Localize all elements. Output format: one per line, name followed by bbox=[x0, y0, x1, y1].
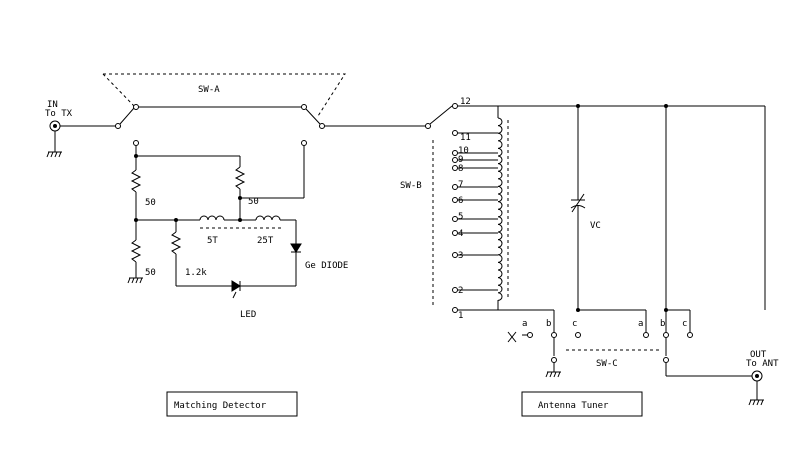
to-tx-label: To TX bbox=[45, 109, 73, 119]
pos-a2: a bbox=[638, 319, 643, 329]
sw-c-label: SW-C bbox=[596, 359, 618, 369]
pos-c1: c bbox=[572, 319, 577, 329]
pos-c2: c bbox=[682, 319, 687, 329]
pos-a1: a bbox=[522, 319, 527, 329]
r-top-label: 50 bbox=[145, 198, 156, 208]
antenna-tuner-label: Antenna Tuner bbox=[538, 401, 609, 411]
tap-2: 2 bbox=[458, 286, 463, 296]
r-mid-label: 50 bbox=[248, 197, 259, 207]
sw-b-label: SW-B bbox=[400, 181, 422, 191]
tap-7: 7 bbox=[458, 180, 463, 190]
diode-label: Ge DIODE bbox=[305, 261, 348, 271]
variable-capacitor bbox=[570, 104, 586, 312]
pos-b2: b bbox=[660, 319, 665, 329]
tap-1: 1 bbox=[458, 311, 463, 321]
tap-5: 5 bbox=[458, 212, 463, 222]
sw-c-switch bbox=[507, 104, 752, 378]
out-label: OUT bbox=[750, 350, 767, 360]
tap-6: 6 bbox=[458, 196, 463, 206]
to-ant-label: To ANT bbox=[746, 359, 779, 369]
tap-4: 4 bbox=[458, 229, 463, 239]
matching-detector-label: Matching Detector bbox=[174, 401, 267, 411]
tap-12: 12 bbox=[460, 97, 471, 107]
in-label: IN bbox=[47, 100, 58, 110]
matching-detector-box bbox=[166, 391, 298, 417]
coil-25t-label: 25T bbox=[257, 236, 274, 246]
coil-5t-label: 5T bbox=[207, 236, 218, 246]
tap-3: 3 bbox=[458, 251, 463, 261]
sw-b-switch bbox=[425, 103, 765, 313]
tapped-coil bbox=[497, 106, 509, 310]
pos-b1: b bbox=[546, 319, 551, 329]
input-jack bbox=[46, 120, 62, 158]
tap-8: 8 bbox=[458, 164, 463, 174]
led-label: LED bbox=[240, 310, 256, 320]
r-led-label: 1.2k bbox=[185, 268, 207, 278]
tap-9: 9 bbox=[458, 155, 463, 165]
vc-label: VC bbox=[590, 221, 601, 231]
sw-a-switch bbox=[102, 73, 346, 146]
sw-a-label: SW-A bbox=[198, 85, 220, 95]
output-jack bbox=[748, 106, 766, 406]
r-bottom-label: 50 bbox=[145, 268, 156, 278]
matching-detector-circuit bbox=[127, 146, 305, 299]
tap-11: 11 bbox=[460, 133, 471, 143]
tap-10: 10 bbox=[458, 146, 469, 156]
antenna-tuner-box bbox=[521, 391, 643, 417]
